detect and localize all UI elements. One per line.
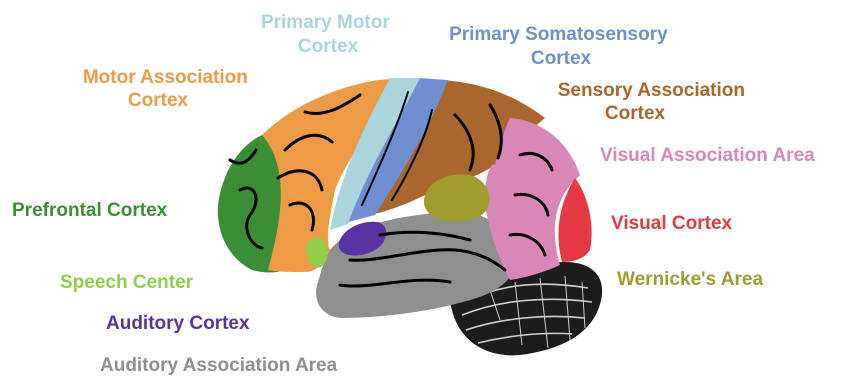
label-speech-center: Speech Center bbox=[60, 272, 194, 293]
label-prefrontal-line-1: Prefrontal Cortex bbox=[12, 200, 168, 221]
label-auditory-association-line-1: Auditory Association Area bbox=[100, 355, 338, 376]
label-primary-somatosensory-line-2: Cortex bbox=[531, 48, 592, 69]
label-visual-cortex-line-1: Visual Cortex bbox=[611, 213, 733, 234]
label-auditory-association: Auditory Association Area bbox=[100, 355, 338, 376]
label-motor-association-line-1: Motor Association bbox=[83, 67, 248, 88]
label-visual-cortex: Visual Cortex bbox=[611, 213, 733, 234]
brain-illustration bbox=[218, 78, 602, 355]
label-sensory-association-line-2: Cortex bbox=[605, 103, 666, 124]
label-wernicke-line-1: Wernicke's Area bbox=[617, 269, 763, 290]
label-auditory-cortex: Auditory Cortex bbox=[106, 313, 250, 334]
label-wernicke: Wernicke's Area bbox=[617, 269, 763, 290]
label-visual-association: Visual Association Area bbox=[600, 145, 815, 166]
label-primary-somatosensory: Primary Somatosensory Cortex bbox=[449, 24, 673, 69]
label-speech-center-line-1: Speech Center bbox=[60, 272, 194, 293]
label-primary-somatosensory-line-1: Primary Somatosensory bbox=[449, 24, 668, 45]
label-prefrontal: Prefrontal Cortex bbox=[12, 200, 168, 221]
label-motor-association: Motor Association Cortex bbox=[83, 67, 253, 111]
label-sensory-association-line-1: Sensory Association bbox=[558, 80, 745, 101]
label-primary-motor: Primary Motor Cortex bbox=[261, 12, 395, 57]
label-sensory-association: Sensory Association Cortex bbox=[558, 80, 751, 124]
label-primary-motor-line-1: Primary Motor bbox=[261, 12, 390, 33]
label-motor-association-line-2: Cortex bbox=[128, 90, 189, 111]
label-primary-motor-line-2: Cortex bbox=[298, 36, 359, 57]
label-visual-association-line-1: Visual Association Area bbox=[600, 145, 815, 166]
label-auditory-cortex-line-1: Auditory Cortex bbox=[106, 313, 250, 334]
